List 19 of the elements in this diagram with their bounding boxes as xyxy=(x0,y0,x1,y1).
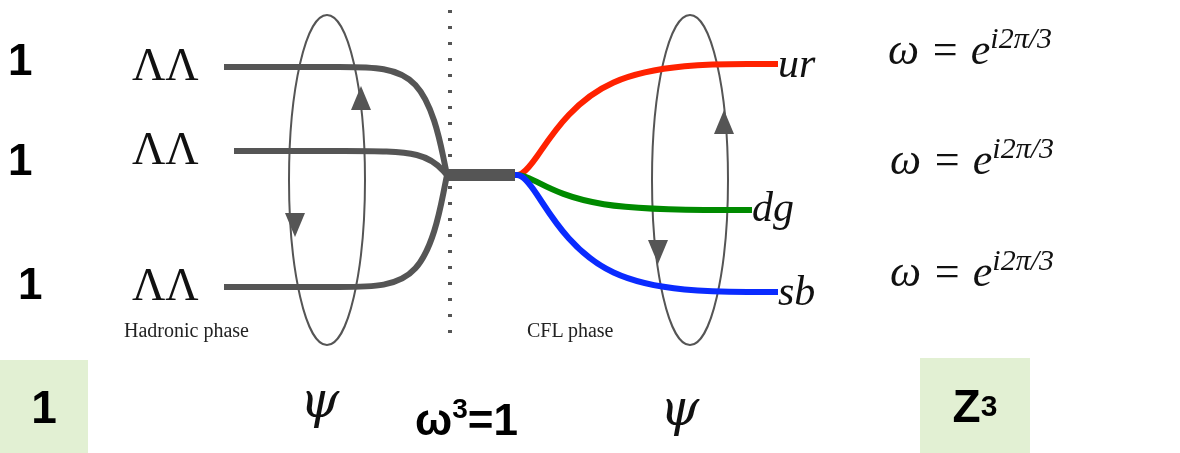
connector-line xyxy=(224,174,450,290)
highlight-box: 1 xyxy=(0,360,88,453)
quark-label: ur xyxy=(778,42,828,86)
quark-label: dg xyxy=(752,186,812,234)
particle-label: ΛΛ xyxy=(132,262,224,312)
row-label: 1 xyxy=(18,262,43,306)
row-label: 1 xyxy=(8,138,33,182)
phase-label: CFL phase xyxy=(527,320,614,340)
particle-label: ΛΛ xyxy=(132,42,224,92)
quark-label: sb xyxy=(778,270,828,314)
junction-bar xyxy=(447,169,515,181)
formula: ω = e$^{i2π/3}$ xyxy=(888,28,1052,72)
equation: ω$^{3}$=1 xyxy=(415,398,518,442)
particle-label: ΛΛ xyxy=(132,126,234,176)
connector-line xyxy=(514,172,778,295)
row-label: 1 xyxy=(8,38,33,82)
phase-label: Hadronic phase xyxy=(124,320,249,340)
formula: ω = e$^{i2π/3}$ xyxy=(890,250,1054,294)
formula: ω = e$^{i2π/3}$ xyxy=(890,138,1054,182)
